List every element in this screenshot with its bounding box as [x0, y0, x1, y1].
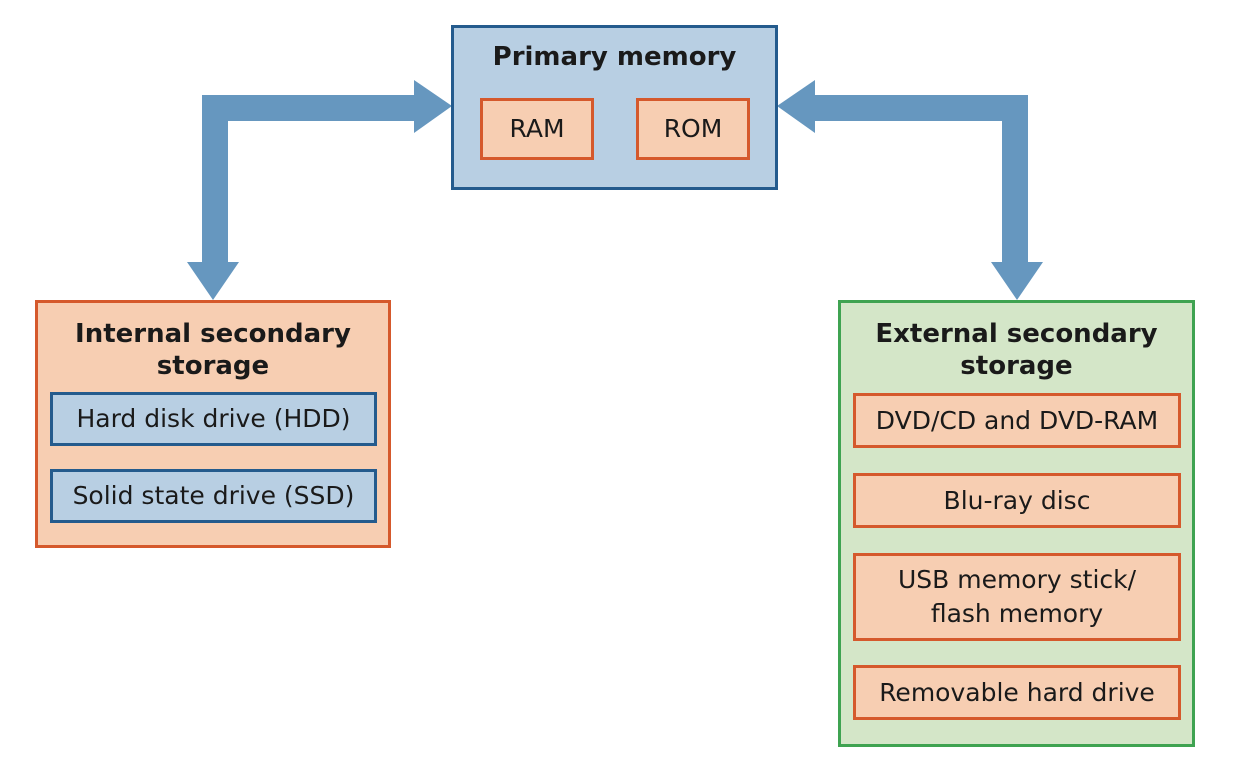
dvd-cd-box: DVD/CD and DVD-RAM [853, 393, 1181, 448]
rom-box: ROM [636, 98, 750, 160]
internal-storage-title: Internal secondary storage [75, 319, 351, 381]
removable-hdd-box: Removable hard drive [853, 665, 1181, 720]
external-storage-box: External secondary storage DVD/CD and DV… [838, 300, 1195, 747]
ram-box: RAM [480, 98, 594, 160]
primary-memory-box: Primary memory RAM ROM [451, 25, 778, 190]
hdd-box: Hard disk drive (HDD) [50, 392, 377, 446]
usb-flash-box: USB memory stick/ flash memory [853, 553, 1181, 641]
left-double-arrow [187, 80, 452, 300]
primary-memory-title: Primary memory [492, 42, 737, 72]
right-double-arrow [777, 80, 1043, 300]
ssd-box: Solid state drive (SSD) [50, 469, 377, 523]
internal-storage-box: Internal secondary storage Hard disk dri… [35, 300, 391, 548]
external-storage-title: External secondary storage [875, 319, 1158, 381]
blu-ray-box: Blu-ray disc [853, 473, 1181, 528]
